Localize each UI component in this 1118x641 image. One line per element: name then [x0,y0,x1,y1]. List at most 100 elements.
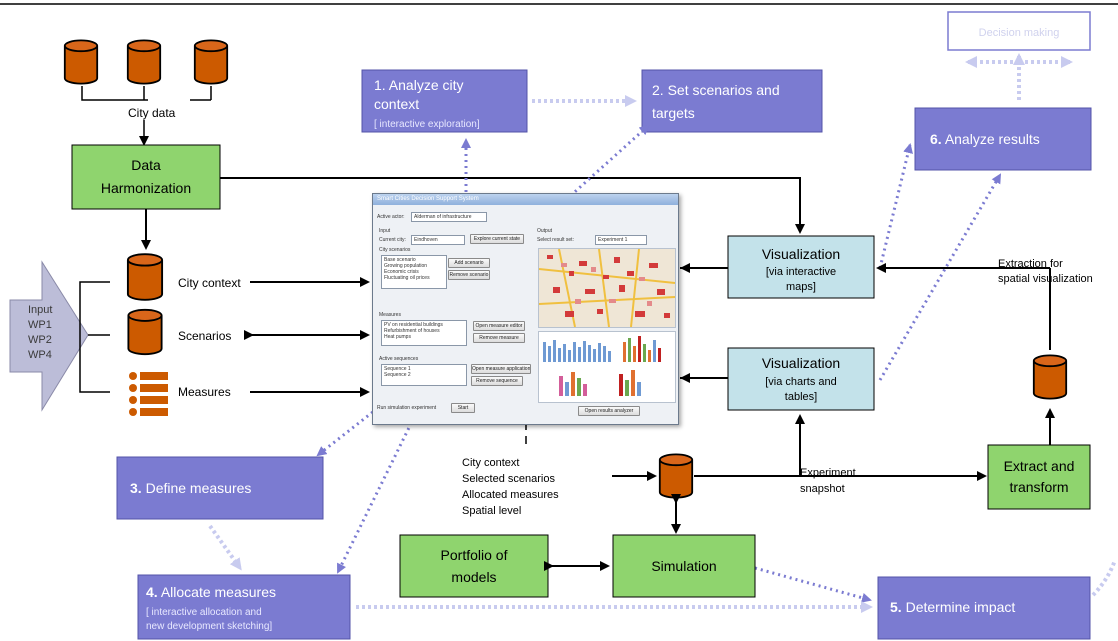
extraction-label-line1: Extraction for [998,258,1063,270]
active-actor-select[interactable]: Alderman of infrastructure [411,212,487,222]
snapshot-input-3: Allocated measures [462,489,559,501]
map-panel[interactable] [538,248,676,328]
step-1-title-line2: context [374,96,419,112]
scenario-item[interactable]: Growing population [384,263,428,269]
snapshot-cylinder [658,453,694,499]
open-measure-editor-button[interactable]: Open measure editor [473,321,525,331]
step-6-title: 6. Analyze results [930,131,1040,147]
step-2-title-line2: targets [652,105,695,121]
experiment-snapshot-line2: snapshot [800,483,845,495]
scenario-item[interactable]: Economic crisis [384,269,419,275]
select-result-label: Select result set: [537,237,574,243]
visualization-charts-sub2: tables] [785,391,817,403]
city-context-label: City context [178,276,241,290]
city-data-cylinder-3 [193,39,229,85]
visualization-charts-sub1: [via charts and [765,376,837,388]
decision-making-label: Decision making [979,27,1060,39]
map-view [538,248,676,328]
add-scenario-button[interactable]: Add scenario [448,258,490,268]
visualization-maps-sub2: maps] [786,281,816,293]
portfolio-line2: models [451,569,496,585]
experiment-snapshot-line1: Experiment [800,467,856,479]
measure-item[interactable]: PV on residential buildings [384,322,443,328]
scenario-item[interactable]: Fluctuating oil prices [384,275,430,281]
remove-scenario-button[interactable]: Remove scenario [448,270,490,280]
visualization-maps-sub1: [via interactive [766,266,836,278]
data-harmonization-box [71,144,221,210]
visualization-charts-title: Visualization [762,355,840,371]
city-data-label: City data [128,106,176,120]
input-arrow-line4: WP4 [28,349,52,361]
decision-making-box [947,11,1091,51]
city-context-cylinder [126,253,164,301]
snapshot-input-4: Spatial level [462,505,521,517]
visualization-charts-box [727,347,875,411]
measure-list[interactable]: PV on residential buildings Refurbishmen… [381,320,467,346]
step-1-title-line1: 1. Analyze city [374,77,464,93]
scenarios-cylinder [127,308,163,356]
input-section-label: Input [379,228,391,234]
measure-item[interactable]: Refurbishment of houses [384,328,440,334]
data-harmonization-line1: Data [131,157,161,173]
measures-list-icon [129,372,168,416]
simulation-label: Simulation [651,558,716,574]
scenario-item[interactable]: Base scenario [384,257,416,263]
step-2-box [641,69,823,133]
visualization-maps-title: Visualization [762,246,840,262]
app-window: Smart Cities Decision Support System Act… [372,193,679,425]
extract-transform-line2: transform [1009,479,1068,495]
visualization-maps-box [727,235,875,299]
measures-section-label: Measures [379,312,401,318]
remove-measure-button[interactable]: Remove measure [473,333,525,343]
step-4-box [137,574,351,640]
output-section-label: Output [537,228,553,234]
extract-transform-line1: Extract and [1004,458,1075,474]
data-harmonization-line2: Harmonization [101,180,191,196]
simulation-run-label: Run simulation experiment [377,405,437,411]
step-5-title: 5. Determine impact [890,599,1015,615]
input-arrow-line3: WP2 [28,334,52,346]
current-city-label: Current city: [379,237,406,243]
city-data-cylinder-2 [126,39,162,85]
simulation-box [612,534,756,598]
select-result-select[interactable]: Experiment 1 [595,235,647,245]
extraction-cylinder [1032,354,1068,400]
step-3-box [116,456,324,520]
city-scenarios-label: City scenarios [379,247,411,253]
measure-item[interactable]: Heat pumps [384,334,411,340]
open-results-analyzer-button[interactable]: Open results analyzer [578,406,640,416]
sequence-item[interactable]: Sequence 1 [384,366,411,372]
charts-view [539,332,675,402]
input-arrow-line2: WP1 [28,319,52,331]
start-button[interactable]: Start [451,403,475,413]
step-1-box [361,69,528,133]
open-measure-application-button[interactable]: Open measure application [471,364,531,374]
remove-sequence-button[interactable]: Remove sequence [471,376,523,386]
scenario-list[interactable]: Base scenario Growing population Economi… [381,255,447,289]
step-5-box [877,576,1091,640]
sequence-item[interactable]: Sequence 2 [384,372,411,378]
extraction-label-line2: spatial visualization [998,273,1093,285]
city-data-cylinder-1 [63,39,99,85]
sequence-list[interactable]: Sequence 1 Sequence 2 [381,364,467,386]
step-4-subtitle-line1: [ interactive allocation and [146,607,262,618]
portfolio-box [399,534,549,598]
step-2-title-line1: 2. Set scenarios and [652,82,780,98]
active-actor-label: Active actor: [377,214,405,220]
extract-transform-box [987,444,1091,510]
snapshot-input-1: City context [462,457,519,469]
app-titlebar: Smart Cities Decision Support System [373,194,678,205]
explore-current-state-button[interactable]: Explore current state [470,234,524,244]
step-3-title: 3. Define measures [130,480,251,496]
step-4-title: 4. Allocate measures [146,584,276,600]
active-sequences-label: Active sequences [379,356,419,362]
current-city-select[interactable]: Eindhoven [411,235,465,245]
measures-label: Measures [178,385,231,399]
step-1-subtitle: [ interactive exploration] [374,119,480,130]
input-arrow [9,260,89,412]
step-6-box [914,107,1092,171]
charts-panel[interactable] [538,331,676,403]
scenarios-label: Scenarios [178,329,231,343]
